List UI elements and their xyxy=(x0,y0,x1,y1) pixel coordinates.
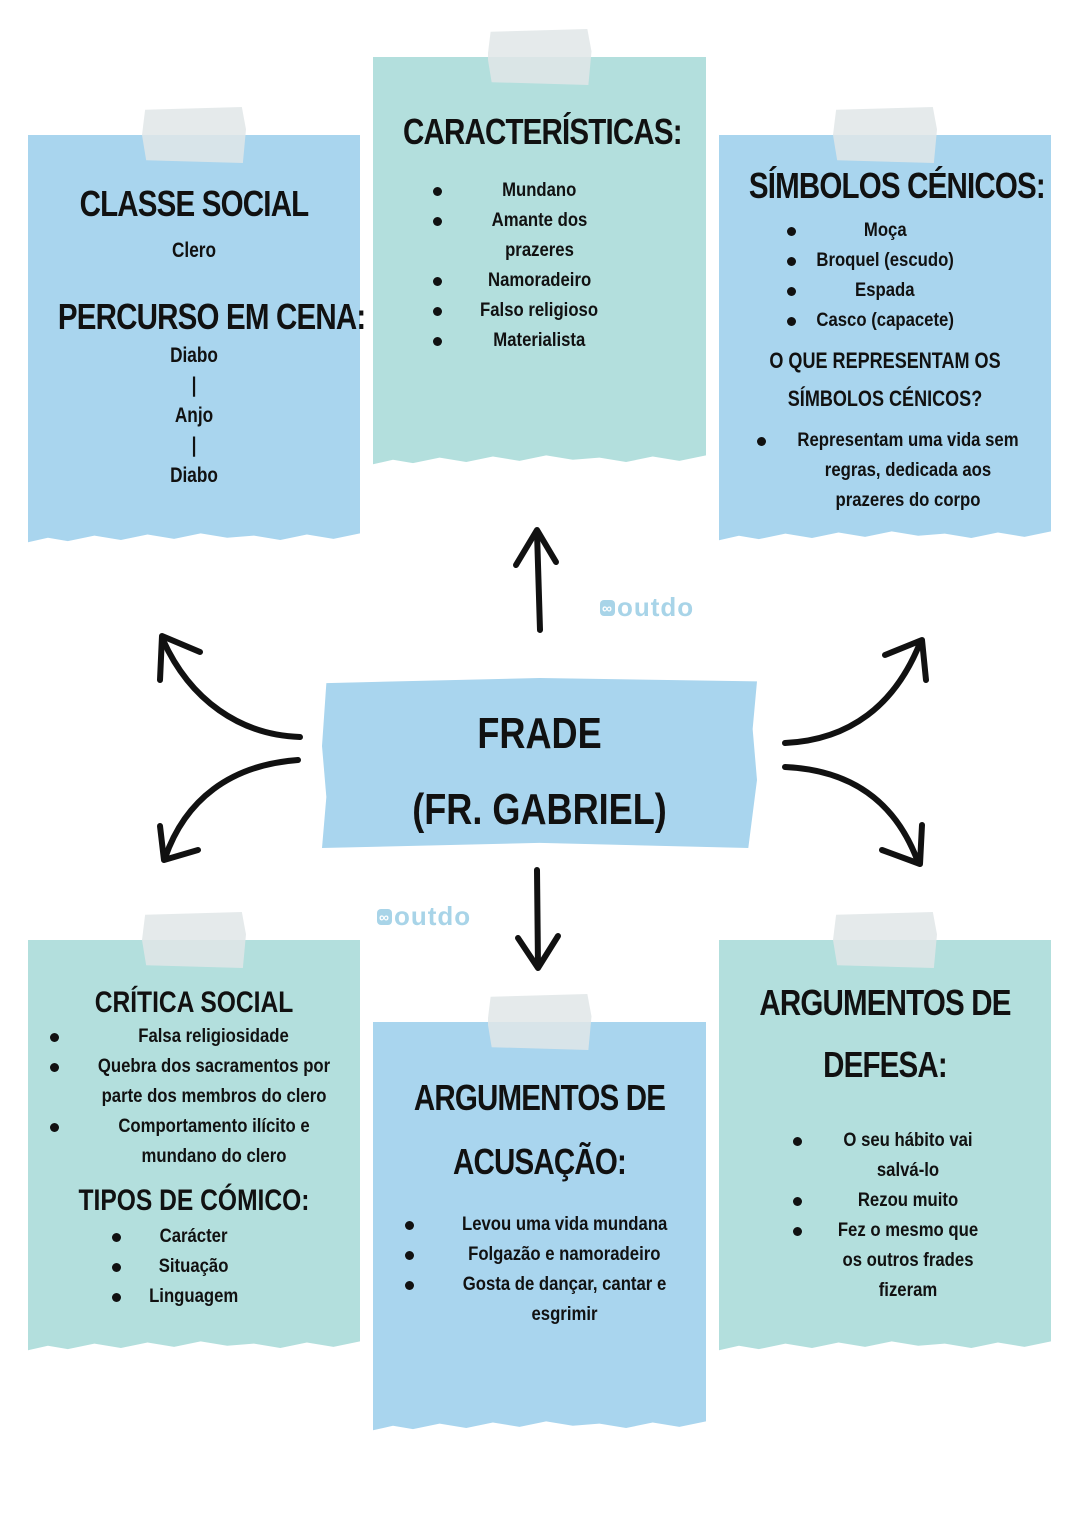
path-connector: | xyxy=(191,373,197,397)
card-argumentos-defesa: ARGUMENTOS DE DEFESA: O seu hábito vai s… xyxy=(719,912,1051,1358)
center-node: FRADE (FR. GABRIEL) xyxy=(322,678,757,848)
list-item: Situação xyxy=(28,1252,360,1282)
list-item: Casco (capacete) xyxy=(719,306,1051,336)
tape xyxy=(833,107,937,163)
list-item: Levou uma vida mundana xyxy=(405,1210,696,1240)
center-subtitle: (FR. GABRIEL) xyxy=(412,785,667,834)
card-title: PERCURSO EM CENA: xyxy=(57,295,366,337)
list-item: Namoradeiro xyxy=(373,266,706,296)
tape xyxy=(142,912,246,968)
card-argumentos-acusacao: ARGUMENTOS DE ACUSAÇÃO: Levou uma vida m… xyxy=(373,994,706,1438)
arrow-up xyxy=(513,527,559,633)
card-title: TIPOS DE CÓMICO: xyxy=(78,1184,310,1217)
list-item: Materialista xyxy=(373,326,706,356)
center-title: FRADE xyxy=(477,709,602,758)
tape xyxy=(142,107,246,163)
card-title: ARGUMENTOS DE ACUSAÇÃO: xyxy=(413,1077,666,1182)
arrow-down xyxy=(515,867,561,971)
list-item: Fez o mesmo que os outros frades fizeram xyxy=(793,1216,1001,1306)
path-step: Diabo xyxy=(170,343,218,367)
list-item: Mundano xyxy=(373,176,706,206)
list-item: Falsa religiosidade xyxy=(50,1022,356,1052)
path-step: Anjo xyxy=(174,403,214,427)
path-step: Diabo xyxy=(170,463,218,487)
card-title: SÍMBOLOS CÉNICOS: xyxy=(748,165,1046,206)
list-item: Espada xyxy=(719,276,1051,306)
card-caracteristicas: CARACTERÍSTICAS: Mundano Amante dos praz… xyxy=(373,29,706,472)
list-item: Folgazão e namoradeiro xyxy=(405,1240,696,1270)
list-item: Falso religioso xyxy=(373,296,706,326)
card-critica-social: CRÍTICA SOCIAL Falsa religiosidade Quebr… xyxy=(28,912,360,1358)
list-item: Broquel (escudo) xyxy=(719,246,1051,276)
list-item: Moça xyxy=(719,216,1051,246)
tape xyxy=(487,29,592,85)
tape xyxy=(833,912,937,968)
watermark: ∞outdo xyxy=(377,901,472,931)
card-title: CLASSE SOCIAL xyxy=(79,183,310,224)
list-item: Gosta de dançar, cantar e esgrimir xyxy=(405,1270,696,1330)
watermark: ∞outdo xyxy=(600,592,695,622)
card-title: ARGUMENTOS DE DEFESA: xyxy=(759,982,1011,1085)
card-classe-social: CLASSE SOCIAL Clero PERCURSO EM CENA: Di… xyxy=(28,107,366,550)
list-item: O seu hábito vai salvá-lo xyxy=(793,1126,1001,1186)
social-class-value: Clero xyxy=(171,238,217,262)
arrow-lower-left xyxy=(157,757,301,863)
path-connector: | xyxy=(191,433,197,457)
list-item: Rezou muito xyxy=(793,1186,1001,1216)
arrow-lower-right xyxy=(782,764,925,867)
card-title: CRÍTICA SOCIAL xyxy=(94,986,294,1019)
list-item: Quebra dos sacramentos por parte dos mem… xyxy=(50,1052,356,1112)
arrow-upper-left xyxy=(157,633,303,740)
question: O QUE REPRESENTAM OS SÍMBOLOS CÉNICOS? xyxy=(769,347,1001,411)
arrow-upper-right xyxy=(782,637,929,746)
card-title: CARACTERÍSTICAS: xyxy=(402,111,683,152)
card-simbolos-cenicos: SÍMBOLOS CÉNICOS: Moça Broquel (escudo) … xyxy=(719,107,1051,548)
list-item: Representam uma vida sem regras, dedicad… xyxy=(757,426,1037,516)
list-item: Carácter xyxy=(28,1222,360,1252)
list-item: Linguagem xyxy=(28,1282,360,1312)
list-item: Comportamento ilícito e mundano do clero xyxy=(50,1112,356,1172)
list-item: Amante dos prazeres xyxy=(373,206,706,266)
tape xyxy=(487,994,592,1050)
